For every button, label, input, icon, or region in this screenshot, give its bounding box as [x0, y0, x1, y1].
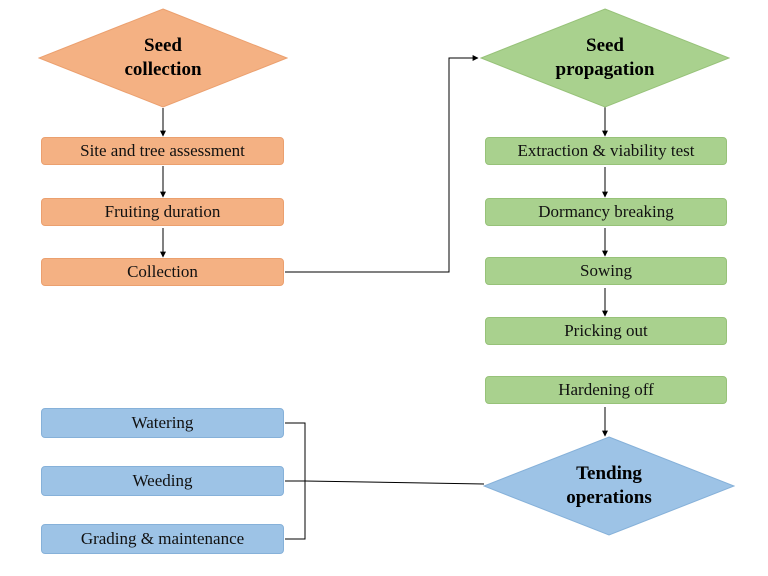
seed-collection-diamond: Seed collection: [38, 8, 288, 108]
step-dormancy-breaking: Dormancy breaking: [485, 198, 727, 226]
step-extraction-viability: Extraction & viability test: [485, 137, 727, 165]
step-grading-maintenance: Grading & maintenance: [41, 524, 284, 554]
step-fruiting-duration: Fruiting duration: [41, 198, 284, 226]
tending-operations-title: Tending operations: [566, 463, 652, 508]
step-collection: Collection: [41, 258, 284, 286]
tending-operations-diamond: Tending operations: [483, 436, 735, 536]
step-weeding: Weeding: [41, 466, 284, 496]
step-watering: Watering: [41, 408, 284, 438]
step-site-assessment: Site and tree assessment: [41, 137, 284, 165]
bracket-tending-steps: [285, 422, 306, 540]
step-sowing: Sowing: [485, 257, 727, 285]
seed-propagation-diamond: Seed propagation: [480, 8, 730, 108]
step-hardening-off: Hardening off: [485, 376, 727, 404]
seed-propagation-title: Seed propagation: [555, 35, 655, 80]
step-pricking-out: Pricking out: [485, 317, 727, 345]
seed-collection-title: Seed collection: [124, 35, 202, 80]
line-bracket-to-tending: [304, 480, 485, 485]
arrow-collection-to-propagation: [285, 55, 479, 273]
